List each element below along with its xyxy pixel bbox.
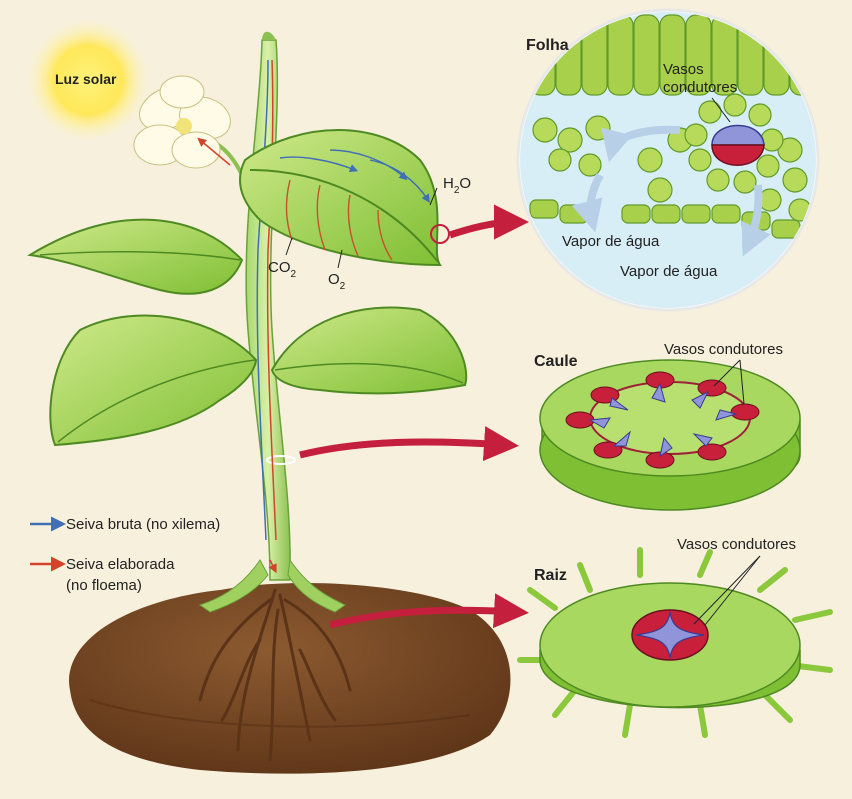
- sun-icon: [26, 18, 150, 142]
- phloem-line: [266, 59, 277, 541]
- caule-vascular-bundles: [565, 371, 760, 469]
- o2-label: O2: [328, 271, 346, 292]
- gas-labels: H2O CO2 O2: [268, 175, 471, 292]
- folha-title: Folha: [526, 37, 569, 54]
- roots: [198, 588, 352, 762]
- raiz-inset: Raiz Vasos condutores: [517, 536, 833, 738]
- zoom-arrows: [299, 204, 529, 629]
- co2-label: CO2: [268, 259, 297, 280]
- legend-bruta-label: Seiva bruta (no xilema): [66, 516, 220, 533]
- folha-inset: Folha Vasos condutores Vapor de água Vap…: [516, 8, 820, 312]
- xylem-line: [256, 59, 269, 541]
- folha-phloem: [711, 144, 765, 166]
- raiz-title: Raiz: [534, 567, 567, 584]
- sun: Luz solar: [26, 18, 150, 142]
- arrow-to-folha: [448, 204, 529, 240]
- leaf-middle-right: [270, 306, 468, 395]
- caule-vasos-label: Vasos condutores: [664, 341, 783, 358]
- leaf-upper-left: [27, 218, 244, 295]
- leaf-middle-left: [49, 314, 258, 447]
- folha-vapor-label-2: Vapor de água: [620, 263, 718, 280]
- legend: Seiva bruta (no xilema) Seiva elaborada …: [30, 516, 220, 594]
- flower: [133, 75, 244, 176]
- leaf-zoom-marker: [430, 224, 450, 244]
- stem-cut-marker: [266, 455, 296, 465]
- folha-vasos-label-2: condutores: [663, 79, 737, 96]
- sun-label: Luz solar: [55, 71, 117, 87]
- caule-inset: Caule: [534, 341, 801, 511]
- folha-xylem: [711, 124, 765, 146]
- legend-elaborada-label-2: (no floema): [66, 577, 142, 594]
- h2o-label: H2O: [443, 175, 471, 196]
- caule-title: Caule: [534, 353, 578, 370]
- raiz-vasos-label: Vasos condutores: [677, 536, 796, 553]
- arrow-to-raiz: [329, 593, 529, 629]
- legend-elaborada-label-1: Seiva elaborada: [66, 556, 175, 573]
- leaf-upper-right: [239, 129, 450, 267]
- folha-vapor-label-1: Vapor de água: [562, 233, 660, 250]
- raiz-xylem: [635, 611, 705, 659]
- folha-vasos-label-1: Vasos: [663, 61, 704, 78]
- arrow-to-caule: [299, 426, 519, 462]
